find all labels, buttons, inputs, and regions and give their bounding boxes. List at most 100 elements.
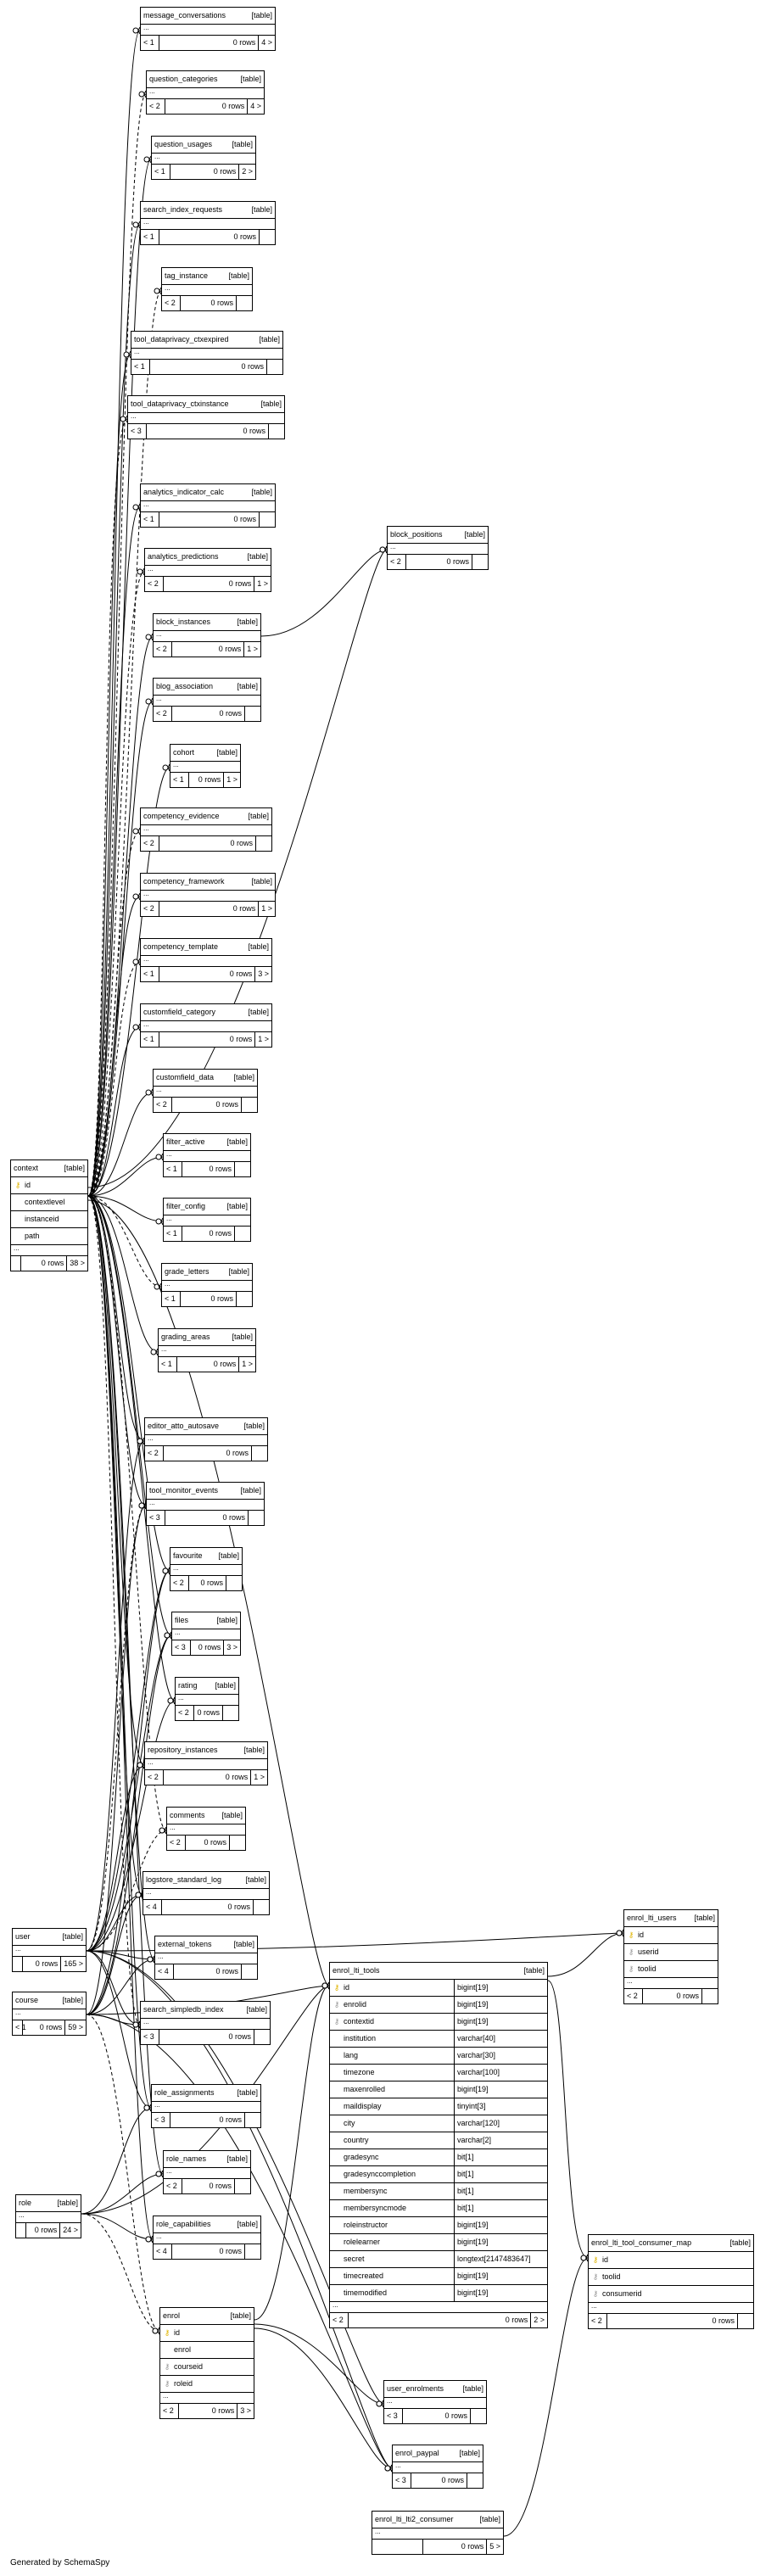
- parents-count[interactable]: < 1: [170, 773, 189, 787]
- children-count[interactable]: [230, 1836, 245, 1850]
- column-row[interactable]: ⚷id: [624, 1927, 718, 1944]
- parents-count[interactable]: < 1: [141, 230, 159, 244]
- parents-count[interactable]: < 3: [141, 2030, 159, 2044]
- table-header[interactable]: question_categories[table]: [147, 71, 264, 88]
- parents-count[interactable]: < 2: [160, 2404, 179, 2418]
- parents-count[interactable]: < 2: [141, 836, 159, 851]
- parents-count[interactable]: < 3: [128, 424, 147, 439]
- table-header[interactable]: blog_association[table]: [154, 679, 260, 696]
- column-row[interactable]: ⚷id: [11, 1177, 87, 1194]
- table-enrol-lti-tool-consumer-map[interactable]: enrol_lti_tool_consumer_map[table]⚷id⚷to…: [588, 2234, 754, 2329]
- children-count[interactable]: 3 >: [258, 969, 269, 978]
- table-header[interactable]: filter_config[table]: [164, 1199, 250, 1215]
- column-row[interactable]: ⚷id: [589, 2252, 753, 2269]
- table-header[interactable]: context[table]: [11, 1160, 87, 1177]
- parents-count[interactable]: < 1: [152, 165, 170, 179]
- children-count[interactable]: 1 >: [242, 1360, 253, 1368]
- parents-count[interactable]: < 2: [330, 2313, 349, 2327]
- table-header[interactable]: competency_framework[table]: [141, 874, 275, 891]
- table-header[interactable]: logstore_standard_log[table]: [143, 1872, 269, 1889]
- children-count[interactable]: 3 >: [240, 2406, 251, 2415]
- table-header[interactable]: external_tokens[table]: [155, 1936, 257, 1953]
- children-count[interactable]: 4 >: [250, 102, 261, 110]
- parents-count[interactable]: [11, 1256, 21, 1271]
- column-row[interactable]: ⚷id: [160, 2325, 254, 2342]
- children-count[interactable]: 24 >: [63, 2226, 78, 2234]
- parents-count[interactable]: < 2: [624, 1989, 643, 2003]
- parents-count[interactable]: < 1: [159, 1357, 177, 1372]
- parents-count[interactable]: < 2: [145, 577, 164, 591]
- children-count[interactable]: [223, 1706, 238, 1720]
- parents-count[interactable]: < 2: [154, 642, 172, 657]
- children-count[interactable]: [267, 360, 282, 374]
- table-header[interactable]: role_assignments[table]: [152, 2085, 260, 2102]
- parents-count[interactable]: < 1: [131, 360, 150, 374]
- children-count[interactable]: [254, 1900, 269, 1914]
- parents-count[interactable]: < 4: [143, 1900, 162, 1914]
- table-header[interactable]: enrol_paypal[table]: [393, 2445, 483, 2462]
- table-header[interactable]: favourite[table]: [170, 1548, 242, 1565]
- parents-count[interactable]: < 3: [147, 1511, 165, 1525]
- table-header[interactable]: block_positions[table]: [388, 527, 488, 544]
- table-header[interactable]: editor_atto_autosave[table]: [145, 1418, 267, 1435]
- parents-count[interactable]: < 2: [154, 1098, 172, 1112]
- children-count[interactable]: [254, 2030, 270, 2044]
- table-header[interactable]: enrol_lti_tool_consumer_map[table]: [589, 2235, 753, 2252]
- children-count[interactable]: 1 >: [226, 775, 238, 784]
- children-count[interactable]: [237, 296, 252, 310]
- parents-count[interactable]: < 1: [141, 512, 159, 527]
- parents-count[interactable]: < 3: [384, 2409, 403, 2423]
- table-header[interactable]: course[table]: [13, 1992, 86, 2009]
- table-header[interactable]: comments[table]: [167, 1808, 245, 1824]
- parents-count[interactable]: < 2: [145, 1770, 164, 1785]
- parents-count[interactable]: < 2: [154, 707, 172, 721]
- column-row[interactable]: enrol: [160, 2342, 254, 2359]
- children-count[interactable]: 1 >: [247, 645, 258, 653]
- children-count[interactable]: [235, 2179, 250, 2193]
- children-count[interactable]: [472, 555, 488, 569]
- column-row[interactable]: ⚷consumerid: [589, 2286, 753, 2303]
- children-count[interactable]: [235, 1162, 250, 1176]
- children-count[interactable]: [269, 424, 284, 439]
- children-count[interactable]: 1 >: [261, 904, 272, 913]
- children-count[interactable]: [235, 1227, 250, 1241]
- children-count[interactable]: 165 >: [64, 1959, 83, 1968]
- table-header[interactable]: tool_dataprivacy_ctxexpired[table]: [131, 332, 282, 349]
- parents-count[interactable]: < 3: [393, 2473, 411, 2488]
- parents-count[interactable]: < 3: [152, 2113, 170, 2127]
- table-header[interactable]: grade_letters[table]: [162, 1264, 252, 1281]
- column-row[interactable]: ⚷toolid: [589, 2269, 753, 2286]
- table-header[interactable]: search_index_requests[table]: [141, 202, 275, 219]
- parents-count[interactable]: < 4: [154, 2244, 172, 2259]
- children-count[interactable]: 1 >: [257, 579, 268, 588]
